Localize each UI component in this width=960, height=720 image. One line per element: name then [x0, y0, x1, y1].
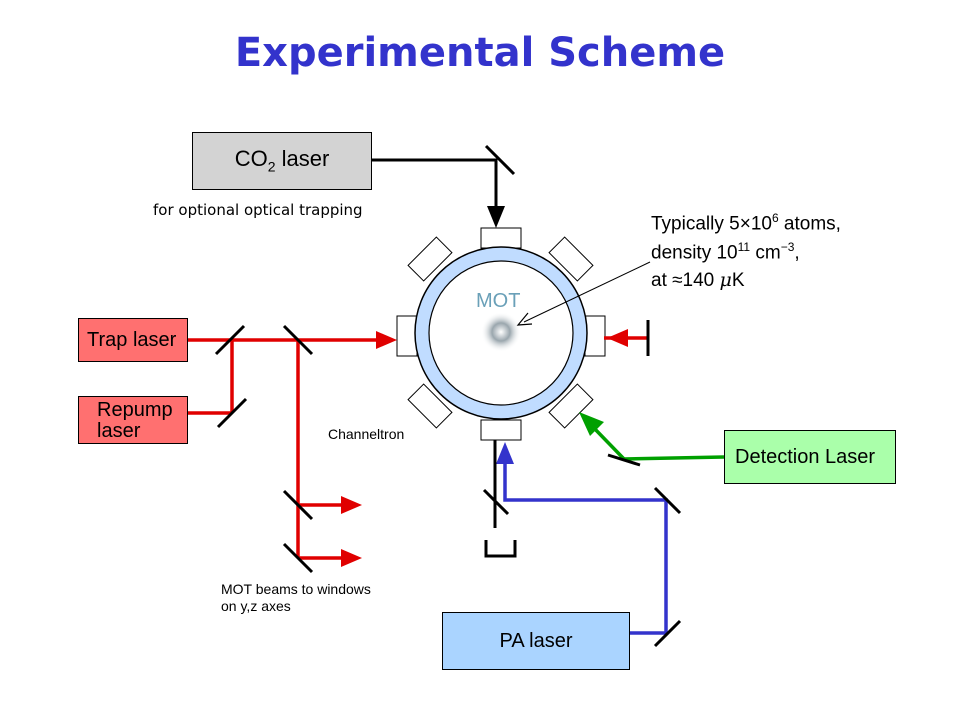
port-left — [396, 315, 418, 357]
mirror-mot-2 — [282, 542, 314, 574]
vacuum-chamber — [396, 227, 606, 441]
mirror-co2 — [484, 144, 516, 176]
atom-cloud — [481, 312, 521, 352]
co2-laser-box: CO2 laser — [192, 132, 372, 190]
port-top-right — [548, 236, 594, 282]
info-pointer — [516, 261, 651, 326]
mirror-pa-top — [653, 486, 682, 515]
detection-laser-label: Detection Laser — [735, 446, 876, 468]
trap-laser-label: Trap laser — [87, 329, 177, 351]
port-right — [584, 315, 606, 357]
co2-note: for optional optical trapping — [153, 201, 363, 219]
co2-label-sub: 2 — [267, 158, 276, 175]
page-title: Experimental Scheme — [234, 30, 726, 76]
mot-label: MOT — [476, 290, 521, 312]
mirror-trap-2 — [282, 324, 314, 356]
mirror-trap-1 — [214, 324, 246, 356]
pa-beam — [496, 442, 668, 635]
mirror-mot-1 — [282, 489, 314, 521]
pa-laser-label: PA laser — [499, 630, 573, 652]
detection-laser-box: Detection Laser — [724, 430, 896, 484]
trap-beam-paths — [188, 338, 378, 560]
co2-beam — [372, 158, 505, 228]
port-top — [480, 227, 522, 249]
port-bottom-right — [548, 383, 594, 429]
beam-dump — [484, 440, 517, 558]
co2-label-prefix: CO — [234, 146, 268, 171]
mirror-repump — [216, 397, 248, 429]
atoms-temperature: at ≈140 μK — [651, 269, 745, 291]
mirror-pa-bottom — [653, 619, 682, 648]
trap-laser-box: Trap laser — [78, 318, 188, 362]
mirrors — [214, 144, 682, 648]
mot-beams-note-line2: on y,z axes — [221, 598, 291, 614]
mirror-dump — [482, 488, 510, 516]
port-top-left — [407, 236, 453, 282]
port-bottom-left — [407, 383, 453, 429]
detection-beam — [579, 412, 725, 461]
co2-label-suffix: laser — [275, 146, 330, 171]
pa-laser-box: PA laser — [442, 612, 630, 670]
atoms-density: density 1011 cm−3, — [651, 240, 800, 264]
mirror-detection — [607, 453, 641, 467]
repump-laser-line1: Repump — [97, 399, 173, 421]
mot-beams-note-line1: MOT beams to windows — [221, 581, 371, 597]
atoms-count: Typically 5×106 atoms, — [651, 211, 841, 235]
repump-laser-box: Repump laser — [78, 396, 188, 444]
repump-laser-line2: laser — [97, 420, 141, 442]
channeltron-label: Channeltron — [328, 426, 405, 442]
port-bottom — [480, 419, 522, 441]
